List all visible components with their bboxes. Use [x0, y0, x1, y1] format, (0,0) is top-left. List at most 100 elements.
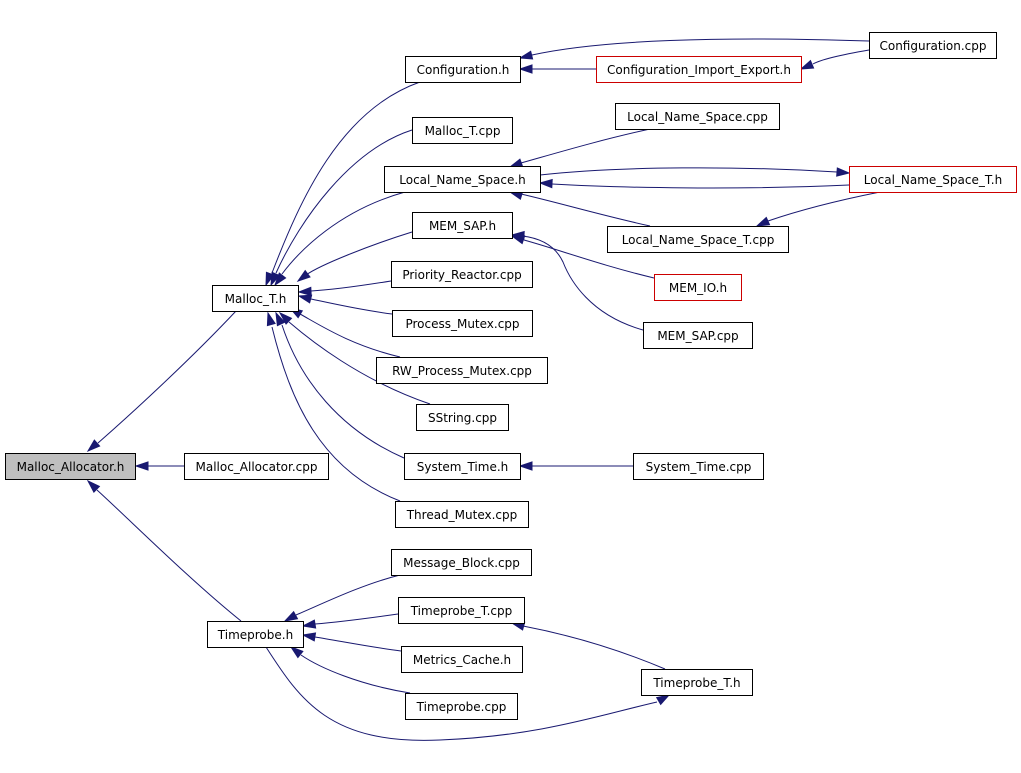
- node-box[interactable]: [391, 261, 533, 288]
- node-box[interactable]: [641, 669, 753, 696]
- node-box[interactable]: [633, 453, 764, 480]
- node-box[interactable]: [849, 166, 1017, 193]
- node-label: Process_Mutex.cpp: [405, 317, 519, 331]
- node-malloc-t-cpp[interactable]: Malloc_T.cpp: [412, 117, 513, 144]
- edge-line: [310, 298, 393, 315]
- node-box[interactable]: [405, 693, 518, 720]
- arrowhead: [538, 178, 553, 189]
- edge-local_name_space_t_h-to-local_name_space_t_cpp: [755, 191, 881, 227]
- node-message-block-cpp[interactable]: Message_Block.cpp: [391, 549, 532, 576]
- edge-local_name_space_h-to-local_name_space_t_h: [539, 167, 851, 177]
- node-timeprobe-t-h[interactable]: Timeprobe_T.h: [641, 669, 753, 696]
- node-process-mutex-cpp[interactable]: Process_Mutex.cpp: [392, 310, 533, 337]
- edge-local_name_space_h-to-malloc_t_h: [274, 191, 406, 287]
- node-box[interactable]: [869, 32, 997, 59]
- node-box[interactable]: [405, 56, 521, 83]
- node-system-time-h[interactable]: System_Time.h: [404, 453, 521, 480]
- edge-local_name_space_t_cpp-to-local_name_space_h: [508, 190, 651, 227]
- edge-line: [281, 191, 406, 275]
- node-box[interactable]: [5, 453, 136, 480]
- node-box[interactable]: [643, 322, 753, 349]
- node-box[interactable]: [207, 621, 304, 648]
- node-sstring-cpp[interactable]: SString.cpp: [416, 404, 509, 431]
- node-box[interactable]: [607, 226, 789, 253]
- edge-line: [271, 326, 401, 502]
- node-rw-process-mutex-cpp[interactable]: RW_Process_Mutex.cpp: [376, 357, 548, 384]
- node-local-name-space-h[interactable]: Local_Name_Space.h: [384, 166, 541, 193]
- node-timeprobe-t-cpp[interactable]: Timeprobe_T.cpp: [398, 597, 525, 624]
- edge-line: [767, 191, 881, 222]
- node-label: RW_Process_Mutex.cpp: [392, 364, 532, 378]
- node-box[interactable]: [212, 285, 299, 312]
- edge-line: [300, 654, 411, 694]
- node-box[interactable]: [398, 597, 525, 624]
- arrowhead: [275, 311, 286, 327]
- node-local-name-space-t-h[interactable]: Local_Name_Space_T.h: [849, 166, 1017, 193]
- node-configuration-import-export-h[interactable]: Configuration_Import_Export.h: [596, 56, 802, 83]
- node-label: Malloc_T.h: [225, 292, 287, 306]
- node-mem-io-h[interactable]: MEM_IO.h: [654, 274, 742, 301]
- arrowhead: [518, 50, 534, 60]
- edge-local_name_space_t_h-to-local_name_space_h: [538, 178, 850, 189]
- edge-line: [310, 280, 392, 292]
- node-box[interactable]: [596, 56, 802, 83]
- edge-line: [281, 324, 405, 459]
- arrowhead: [266, 311, 276, 327]
- node-malloc-allocator-h[interactable]: Malloc_Allocator.h: [5, 453, 136, 480]
- edge-line: [288, 321, 431, 405]
- edge-line: [520, 128, 651, 164]
- arrowhead: [301, 632, 317, 642]
- node-label: Malloc_Allocator.cpp: [195, 460, 317, 474]
- node-box[interactable]: [392, 310, 533, 337]
- edge-line: [299, 313, 401, 358]
- edge-line: [97, 310, 237, 444]
- node-label: Configuration.cpp: [879, 39, 986, 53]
- edge-line: [522, 625, 666, 670]
- node-thread-mutex-cpp[interactable]: Thread_Mutex.cpp: [395, 501, 529, 528]
- edge-system_time_h-to-malloc_t_h: [275, 311, 405, 459]
- node-local-name-space-t-cpp[interactable]: Local_Name_Space_T.cpp: [607, 226, 789, 253]
- node-box[interactable]: [376, 357, 548, 384]
- node-label: Thread_Mutex.cpp: [406, 508, 518, 522]
- node-box[interactable]: [615, 103, 780, 130]
- node-metrics-cache-h[interactable]: Metrics_Cache.h: [401, 646, 523, 673]
- node-priority-reactor-cpp[interactable]: Priority_Reactor.cpp: [391, 261, 533, 288]
- node-label: Local_Name_Space_T.cpp: [622, 233, 775, 247]
- node-box[interactable]: [395, 501, 529, 528]
- node-box[interactable]: [404, 453, 521, 480]
- node-box[interactable]: [384, 166, 541, 193]
- node-local-name-space-cpp[interactable]: Local_Name_Space.cpp: [615, 103, 780, 130]
- arrowhead: [508, 158, 524, 168]
- edge-line: [305, 231, 413, 276]
- arrowhead: [301, 619, 317, 629]
- node-box[interactable]: [412, 117, 513, 144]
- node-mem-sap-h[interactable]: MEM_SAP.h: [412, 212, 513, 239]
- edge-local_name_space_cpp-to-local_name_space_h: [508, 128, 651, 168]
- node-box[interactable]: [401, 646, 523, 673]
- node-configuration-h[interactable]: Configuration.h: [405, 56, 521, 83]
- nodes-layer: Malloc_Allocator.h Malloc_Allocator.cpp Ma…: [5, 32, 1017, 720]
- node-malloc-t-h[interactable]: Malloc_T.h: [212, 285, 299, 312]
- edge-line: [812, 49, 870, 65]
- edge-metrics_cache_h-to-timeprobe_h: [301, 632, 402, 652]
- node-mem-sap-cpp[interactable]: MEM_SAP.cpp: [643, 322, 753, 349]
- node-box[interactable]: [184, 453, 329, 480]
- node-timeprobe-cpp[interactable]: Timeprobe.cpp: [405, 693, 518, 720]
- node-label: System_Time.h: [417, 460, 509, 474]
- edge-line: [96, 489, 242, 622]
- node-system-time-cpp[interactable]: System_Time.cpp: [633, 453, 764, 480]
- node-malloc-allocator-cpp[interactable]: Malloc_Allocator.cpp: [184, 453, 329, 480]
- node-configuration-cpp[interactable]: Configuration.cpp: [869, 32, 997, 59]
- node-label: Configuration.h: [417, 63, 510, 77]
- node-box[interactable]: [416, 404, 509, 431]
- edge-line: [271, 81, 421, 274]
- node-label: Message_Block.cpp: [403, 556, 520, 570]
- node-box[interactable]: [654, 274, 742, 301]
- edge-line: [523, 239, 655, 279]
- node-label: Metrics_Cache.h: [413, 653, 511, 667]
- node-timeprobe-h[interactable]: Timeprobe.h: [207, 621, 304, 648]
- arrowhead: [518, 64, 533, 74]
- node-box[interactable]: [412, 212, 513, 239]
- node-box[interactable]: [391, 549, 532, 576]
- arrowhead: [86, 439, 101, 453]
